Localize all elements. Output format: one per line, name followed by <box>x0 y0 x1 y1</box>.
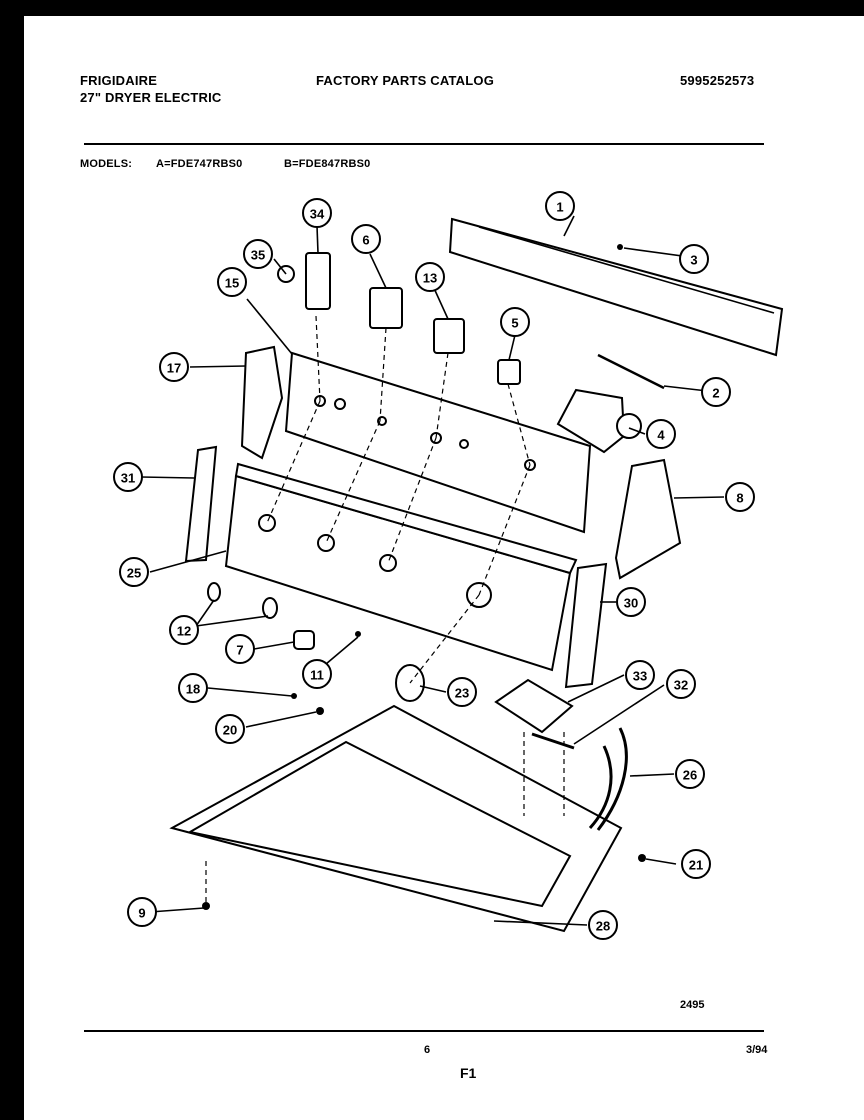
parts-catalog-page: FRIGIDAIRE 27" DRYER ELECTRIC FACTORY PA… <box>24 16 864 1120</box>
clip-part <box>291 693 297 699</box>
callout-9: 9 <box>127 897 157 927</box>
switch-part-13 <box>433 318 465 354</box>
spring-part <box>355 631 361 637</box>
callout-number: 31 <box>121 471 135 486</box>
lamp-part <box>277 252 331 310</box>
callout-1: 1 <box>545 191 575 221</box>
catalog-title: FACTORY PARTS CATALOG <box>316 73 495 88</box>
end-cap-left <box>240 345 284 460</box>
model-b: B=FDE847RBS0 <box>284 158 371 170</box>
callout-18: 18 <box>178 673 208 703</box>
callout-11: 11 <box>302 659 332 689</box>
callout-number: 4 <box>657 428 665 443</box>
wire-harness-32 <box>531 732 575 750</box>
knob-skirt-part <box>262 597 278 619</box>
switch-part-6 <box>369 287 403 329</box>
drawing-number: 2495 <box>680 999 705 1011</box>
callout-34: 34 <box>302 198 332 228</box>
callout-number: 5 <box>511 316 518 331</box>
timer-part <box>556 388 642 454</box>
switch-part-5 <box>497 359 521 385</box>
end-cap-right <box>614 458 682 580</box>
callout-number: 7 <box>236 643 243 658</box>
callout-number: 26 <box>683 768 697 783</box>
callout-number: 20 <box>223 723 237 738</box>
callout-number: 12 <box>177 624 191 639</box>
callout-number: 35 <box>251 248 265 263</box>
control-panel-front <box>284 351 592 534</box>
callout-4: 4 <box>646 419 676 449</box>
callout-26: 26 <box>675 759 705 789</box>
push-button-part <box>293 630 315 650</box>
section-label: F1 <box>460 1065 477 1081</box>
callout-5: 5 <box>500 307 530 337</box>
product-name: 27" DRYER ELECTRIC <box>80 90 222 105</box>
callout-21: 21 <box>681 849 711 879</box>
callout-6: 6 <box>351 224 381 254</box>
callout-8: 8 <box>725 482 755 512</box>
callout-25: 25 <box>119 557 149 587</box>
callout-33: 33 <box>625 660 655 690</box>
callout-number: 17 <box>167 361 181 376</box>
model-a: A=FDE747RBS0 <box>156 158 243 170</box>
assembly-lines <box>205 315 565 906</box>
callout-7: 7 <box>225 634 255 664</box>
callout-28: 28 <box>588 910 618 940</box>
leader-lines <box>140 215 725 926</box>
callout-number: 11 <box>310 668 324 683</box>
callout-15: 15 <box>217 267 247 297</box>
console-front-panel <box>224 462 578 672</box>
callout-number: 2 <box>712 386 719 401</box>
callout-3: 3 <box>679 244 709 274</box>
callout-layer: 1234567891112131517182021232526283031323… <box>113 191 755 940</box>
knob-skirt-part <box>207 582 221 602</box>
top-panel <box>169 704 623 933</box>
callout-2: 2 <box>701 377 731 407</box>
callout-number: 6 <box>362 233 369 248</box>
callout-30: 30 <box>616 587 646 617</box>
revision-date: 3/94 <box>746 1044 768 1056</box>
callout-number: 21 <box>689 858 703 873</box>
screw-part <box>617 244 623 250</box>
catalog-number: 5995252573 <box>680 73 755 88</box>
exploded-parts-diagram: 1234567891112131517182021232526283031323… <box>113 191 784 940</box>
control-panel-rear-cover <box>448 217 784 357</box>
callout-number: 30 <box>624 596 638 611</box>
callout-20: 20 <box>215 714 245 744</box>
wire-harness-26 <box>588 727 628 831</box>
screw-part <box>638 854 646 862</box>
callout-32: 32 <box>666 669 696 699</box>
callout-number: 18 <box>186 682 200 697</box>
callout-number: 25 <box>127 566 141 581</box>
header-rule <box>84 143 764 145</box>
screw-part <box>316 707 324 715</box>
trim-strip-right <box>564 562 608 689</box>
callout-number: 13 <box>423 271 437 286</box>
trim-strip-left <box>184 445 218 563</box>
callout-number: 1 <box>556 200 563 215</box>
callout-31: 31 <box>113 462 143 492</box>
footer-rule <box>84 1030 764 1032</box>
callout-number: 34 <box>310 207 325 222</box>
callout-35: 35 <box>243 239 273 269</box>
callout-number: 33 <box>633 669 647 684</box>
callout-17: 17 <box>159 352 189 382</box>
page-number: 6 <box>424 1044 431 1056</box>
wire-clip-part <box>597 353 665 390</box>
callout-number: 3 <box>690 253 697 268</box>
callout-23: 23 <box>447 677 477 707</box>
callout-number: 15 <box>225 276 239 291</box>
brand-name: FRIGIDAIRE <box>80 73 158 88</box>
control-board-part <box>494 678 574 734</box>
callout-13: 13 <box>415 262 445 292</box>
callout-number: 28 <box>596 919 610 934</box>
callout-number: 32 <box>674 678 688 693</box>
callout-12: 12 <box>169 615 199 645</box>
callout-number: 23 <box>455 686 469 701</box>
callout-number: 8 <box>736 491 743 506</box>
callout-number: 9 <box>138 906 145 921</box>
models-label: MODELS: <box>80 158 133 170</box>
